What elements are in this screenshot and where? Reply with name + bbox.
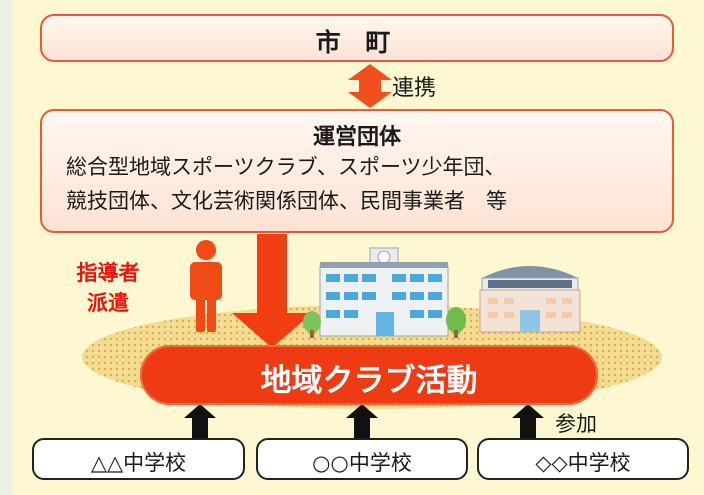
organization-title: 運営団体 (312, 125, 401, 150)
up-arrow-icon (184, 404, 216, 438)
school-label: ○○中学校 (312, 451, 412, 475)
school-box: ◇◇中学校 (477, 438, 689, 480)
organization-box: 運営団体 総合型地域スポーツクラブ、スポーツ少年団、 競技団体、文化芸術関係団体… (40, 109, 674, 233)
city-box: 市 町 (40, 14, 674, 62)
organization-members-line2: 競技団体、文化芸術関係団体、民間事業者 等 (66, 189, 507, 213)
person-icon (190, 240, 222, 332)
activity-label: 地域クラブ活動 (260, 363, 478, 399)
school-box: △△中学校 (32, 438, 245, 480)
link-label: 連携 (392, 76, 437, 101)
down-arrow-icon (232, 234, 312, 348)
up-arrow-icon (346, 404, 378, 438)
school-building-icon (303, 247, 466, 338)
school-label: ◇◇中学校 (535, 451, 631, 475)
dispatch-label: 指導者 派遣 (68, 258, 148, 318)
up-arrow-icon (512, 404, 544, 438)
participate-label: 参加 (555, 412, 597, 436)
organization-members-line1: 総合型地域スポーツクラブ、スポーツ少年団、 (66, 155, 506, 179)
school-box: ○○中学校 (256, 438, 468, 480)
gymnasium-icon (479, 266, 581, 333)
dispatch-line2: 派遣 (87, 291, 129, 315)
side-strip (0, 0, 12, 495)
city-label: 市 町 (315, 28, 399, 57)
double-arrow-icon (348, 64, 392, 108)
activity-box: 地域クラブ活動 (140, 345, 598, 405)
dispatch-line1: 指導者 (76, 261, 140, 285)
school-label: △△中学校 (90, 451, 187, 475)
